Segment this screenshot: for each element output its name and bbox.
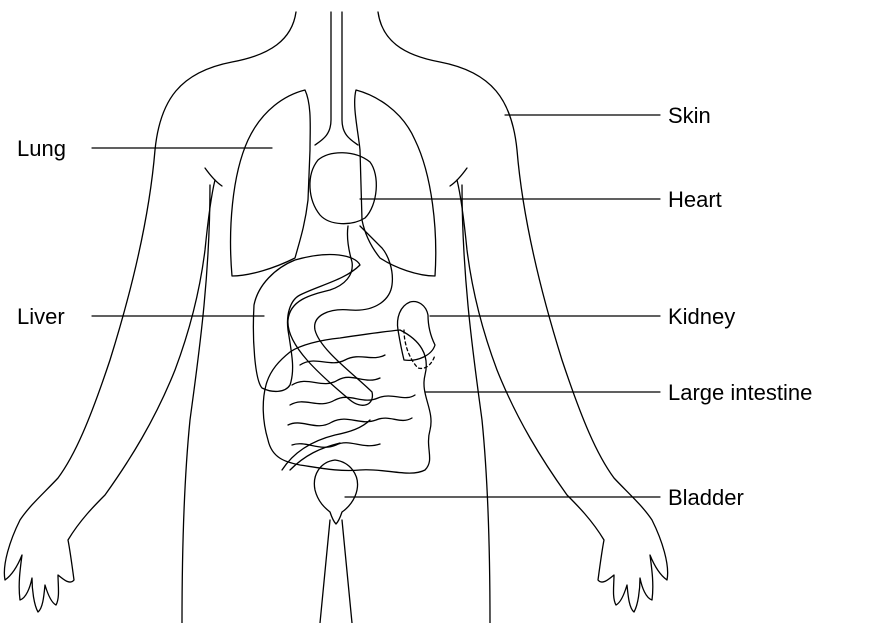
label-lung: Lung	[17, 136, 66, 161]
intestines	[263, 330, 431, 473]
torso-side-left	[182, 185, 210, 623]
heart	[310, 153, 376, 224]
label-bladder: Bladder	[668, 485, 744, 510]
label-heart: Heart	[668, 187, 722, 212]
armpit-left	[205, 168, 222, 186]
leg-inner-right	[342, 520, 352, 623]
kidney	[398, 302, 436, 369]
label-skin: Skin	[668, 103, 711, 128]
labels: Lung Liver Skin Heart Kidney Large intes…	[17, 103, 812, 510]
lung-right	[355, 90, 436, 276]
large-intestine	[263, 330, 431, 473]
label-liver: Liver	[17, 304, 65, 329]
label-kidney: Kidney	[668, 304, 735, 329]
liver	[253, 255, 360, 392]
label-large-intestine: Large intestine	[668, 380, 812, 405]
body-outline	[4, 12, 667, 623]
body-outline-right	[378, 12, 668, 612]
trachea	[315, 12, 358, 145]
lungs	[231, 90, 436, 276]
torso-side-right	[462, 185, 490, 623]
lung-left	[231, 90, 311, 276]
intestine-tube-2	[290, 443, 340, 470]
armpit-right	[450, 168, 467, 186]
leg-inner-left	[320, 520, 330, 623]
